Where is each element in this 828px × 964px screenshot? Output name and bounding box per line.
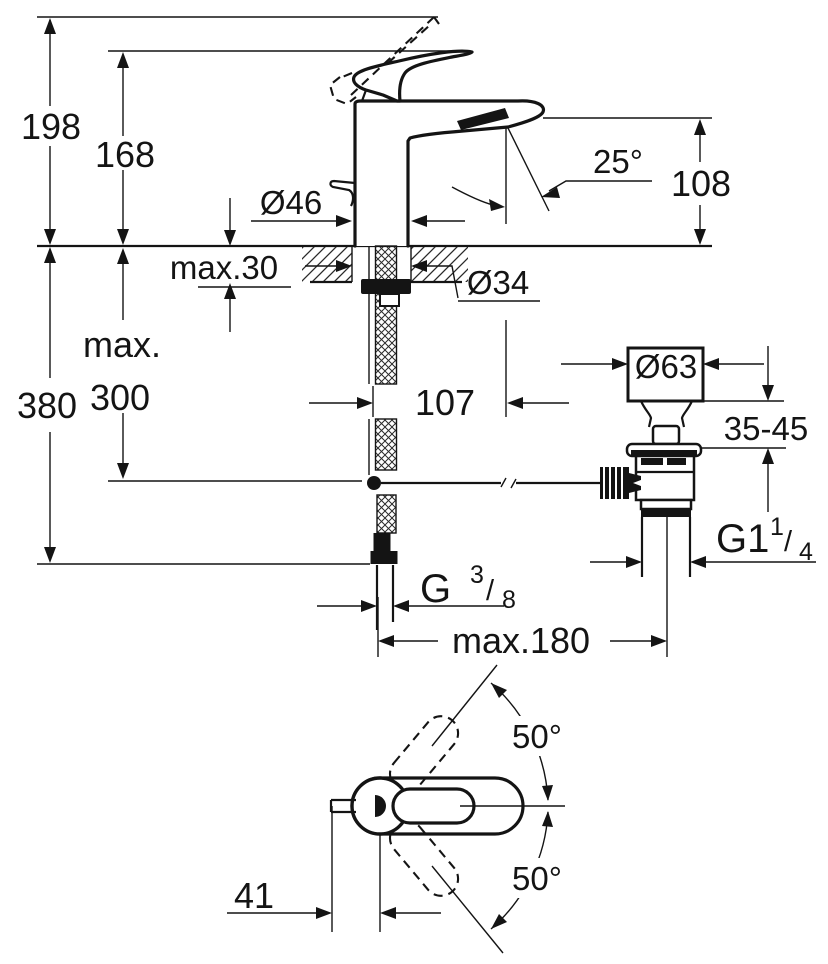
supply-hose-upper xyxy=(374,245,398,385)
dim-plug-diameter-label: Ø63 xyxy=(635,348,697,385)
cartridge-dot xyxy=(375,795,386,817)
drain-flange-seal xyxy=(631,450,697,455)
dim-drain-thread-slash: / xyxy=(784,526,793,558)
drain-slot-left xyxy=(641,458,663,465)
faucet-body-outline xyxy=(353,99,546,248)
dim-spout-height-label: 108 xyxy=(671,163,731,204)
dim-supply-thread-sub: 8 xyxy=(502,586,516,614)
drain-assembly: Ø63 35-45 G1 1 / 4 xyxy=(561,346,816,657)
dim-supply-thread-sup: 3 xyxy=(470,561,484,589)
popup-knob-top-view xyxy=(329,798,356,814)
label-bg-upper xyxy=(504,716,574,756)
supply-hose-mid xyxy=(374,418,398,471)
dim-handle-offset-label: 41 xyxy=(234,875,274,916)
popup-pull-knob xyxy=(329,179,356,207)
dim-overall-height-label: 198 xyxy=(21,106,81,147)
swing-line-upper xyxy=(431,664,498,747)
dim-max-span-label: max.180 xyxy=(452,620,590,661)
dim-max-hose-value: 300 xyxy=(90,377,150,418)
stream-angle-line xyxy=(506,125,550,212)
ref-lines-3545 xyxy=(701,400,786,449)
lever-detail xyxy=(360,89,368,102)
dim-basin-depth-label: 35-45 xyxy=(724,410,808,447)
popup-rod-pivot xyxy=(367,476,381,490)
dim-drain-thread-main: G1 xyxy=(716,517,769,561)
dim-swing-lower-label: 50° xyxy=(512,860,562,897)
supply-hose-lower xyxy=(376,494,397,534)
ext-lines-41 xyxy=(331,806,381,932)
leader-25 xyxy=(548,180,652,192)
drain-collar-band xyxy=(641,509,691,517)
dim-spout-reach-label: 107 xyxy=(415,382,475,423)
dim-hose-length-label: 380 xyxy=(17,385,77,426)
knob-knurling xyxy=(603,467,623,499)
swing-line-lower xyxy=(431,865,504,954)
drain-stem-knob xyxy=(651,424,681,446)
dim-drain-thread-sup: 1 xyxy=(770,513,784,541)
dim-deck-thickness-label: max.30 xyxy=(170,249,278,286)
drain-slot-right xyxy=(667,458,686,465)
hose-end-nut xyxy=(370,551,398,564)
drain-collar xyxy=(639,498,693,511)
front-view: 198 168 380 max. 300 108 xyxy=(17,16,731,661)
dim-supply-thread-main: G xyxy=(420,567,451,611)
dim-supply-thread-slash: / xyxy=(486,575,495,607)
lever-position-lower-dashed xyxy=(389,820,460,897)
dim-faucet-height-label: 168 xyxy=(95,134,155,175)
dim-drain-thread-sub: 4 xyxy=(799,538,813,566)
dim-swing-upper-label: 50° xyxy=(512,718,562,755)
knob-pointer xyxy=(633,478,646,488)
hose-end-fitting xyxy=(373,533,391,553)
angle-arc-25 xyxy=(451,186,494,206)
mounting-nut-step xyxy=(379,293,400,307)
lever-handle xyxy=(351,49,474,103)
counter-hole-edges xyxy=(351,246,412,282)
top-view: 50° 50° 41 xyxy=(227,664,574,954)
label-bg-lower xyxy=(504,858,574,898)
drain-plug-head xyxy=(626,346,705,403)
supply-pipe xyxy=(375,565,395,630)
drain-tailpipe xyxy=(640,517,692,577)
drain-neck xyxy=(639,400,694,428)
rod-break-marks xyxy=(500,477,517,489)
dim-hole-diameter-label: Ø34 xyxy=(467,264,529,301)
dim-max-hose-word: max. xyxy=(83,324,161,365)
dim-spout-angle-label: 25° xyxy=(593,143,643,180)
mounting-nut xyxy=(361,279,411,294)
lever-raised-dashed xyxy=(328,16,440,106)
lever-position-upper-dashed xyxy=(389,715,460,792)
lever-top-view xyxy=(391,787,476,825)
leader-34 xyxy=(427,265,459,299)
dim-base-diameter-label: Ø46 xyxy=(260,184,322,221)
aerator xyxy=(457,108,509,130)
